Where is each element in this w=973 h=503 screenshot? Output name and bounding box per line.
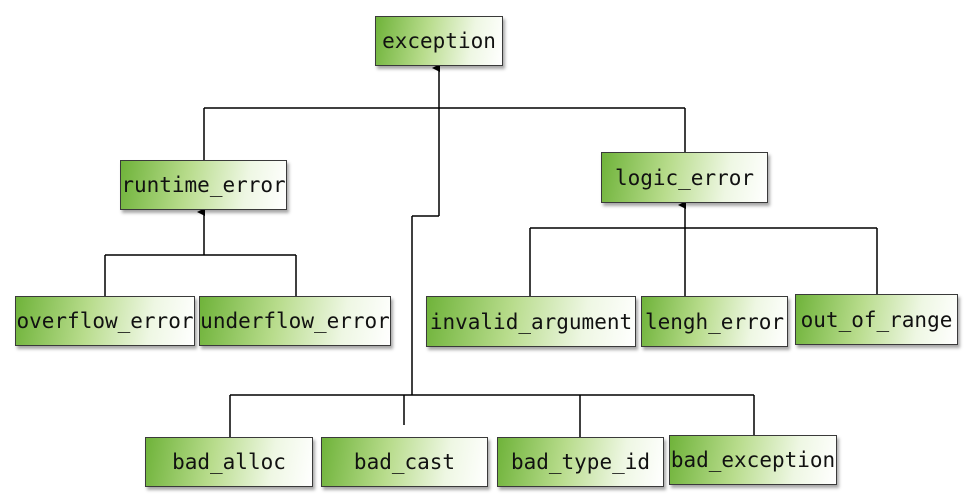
node-bad-cast: bad_cast — [321, 437, 488, 487]
node-bad-alloc: bad_alloc — [145, 437, 313, 487]
node-out-of-range: out_of_range — [795, 294, 958, 345]
node-overflow-error: overflow_error — [15, 296, 195, 346]
node-bad-type-id: bad_type_id — [497, 437, 664, 487]
node-runtime-error: runtime_error — [120, 160, 287, 210]
node-lengh-error: lengh_error — [641, 296, 788, 347]
node-exception: exception — [375, 16, 503, 66]
node-bad-exception: bad_exception — [669, 435, 837, 485]
node-underflow-error: underflow_error — [199, 296, 391, 346]
node-invalid-argument: invalid_argument — [426, 296, 636, 347]
node-logic-error: logic_error — [601, 152, 768, 203]
